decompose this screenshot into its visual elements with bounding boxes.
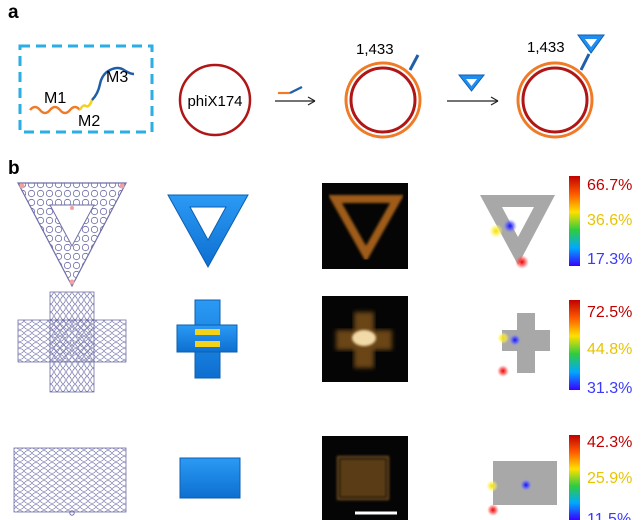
cross-model bbox=[176, 299, 238, 379]
rectangle-model bbox=[179, 457, 241, 499]
scale-mid-2: 44.8% bbox=[587, 341, 632, 358]
rectangle-afm-image bbox=[322, 436, 408, 520]
scale-mid-1: 36.6% bbox=[587, 212, 632, 229]
triangle-model bbox=[167, 194, 249, 269]
cross-position-map bbox=[497, 313, 550, 377]
triangle-colorscale: 66.7% 36.6% 17.3% bbox=[569, 176, 632, 268]
position-label-2: 1,433 bbox=[527, 39, 565, 56]
row-triangle: 66.7% 36.6% 17.3% bbox=[17, 176, 632, 288]
triangle-afm-image bbox=[322, 183, 408, 269]
scale-bottom-1: 17.3% bbox=[587, 251, 632, 268]
label-m3: M3 bbox=[106, 69, 128, 86]
final-plasmid: 1,433 bbox=[516, 34, 605, 139]
panel-b-label: b bbox=[8, 158, 20, 179]
panel-a-label: a bbox=[8, 2, 19, 23]
rectangle-position-map bbox=[486, 461, 557, 516]
cross-colorscale: 72.5% 44.8% 31.3% bbox=[569, 300, 632, 397]
scale-bottom-3: 11.5% bbox=[587, 511, 631, 520]
rectangle-lattice bbox=[13, 447, 127, 516]
strand-m1 bbox=[29, 105, 81, 115]
plasmid-label: phiX174 bbox=[187, 93, 242, 110]
label-m2: M2 bbox=[78, 113, 100, 130]
arrow-2 bbox=[447, 96, 499, 106]
scale-top-3: 42.3% bbox=[587, 434, 632, 451]
label-m1: M1 bbox=[44, 90, 66, 107]
arrow-1 bbox=[275, 96, 316, 106]
triangle-origami-icon bbox=[457, 74, 486, 92]
primer-icon bbox=[278, 86, 303, 95]
strand-legend-box: M1 M2 M3 bbox=[18, 44, 154, 134]
cross-lattice bbox=[17, 291, 127, 393]
scale-mid-3: 25.9% bbox=[587, 470, 632, 487]
strand-m3 bbox=[91, 66, 135, 101]
row-cross: 72.5% 44.8% 31.3% bbox=[17, 291, 632, 397]
hybridized-plasmid: 1,433 bbox=[344, 41, 422, 139]
triangle-position-map bbox=[480, 195, 555, 269]
cross-afm-image bbox=[322, 296, 408, 382]
plasmid-phix174: phiX174 bbox=[178, 63, 252, 137]
triangle-lattice bbox=[17, 182, 127, 288]
rectangle-colorscale: 42.3% 25.9% 11.5% bbox=[569, 434, 632, 520]
scale-top-2: 72.5% bbox=[587, 304, 632, 321]
scale-top-1: 66.7% bbox=[587, 177, 632, 194]
scale-bottom-2: 31.3% bbox=[587, 380, 632, 397]
row-rectangle: 42.3% 25.9% 11.5% bbox=[13, 434, 632, 520]
position-label-1: 1,433 bbox=[356, 41, 394, 58]
strand-m2 bbox=[78, 99, 94, 111]
